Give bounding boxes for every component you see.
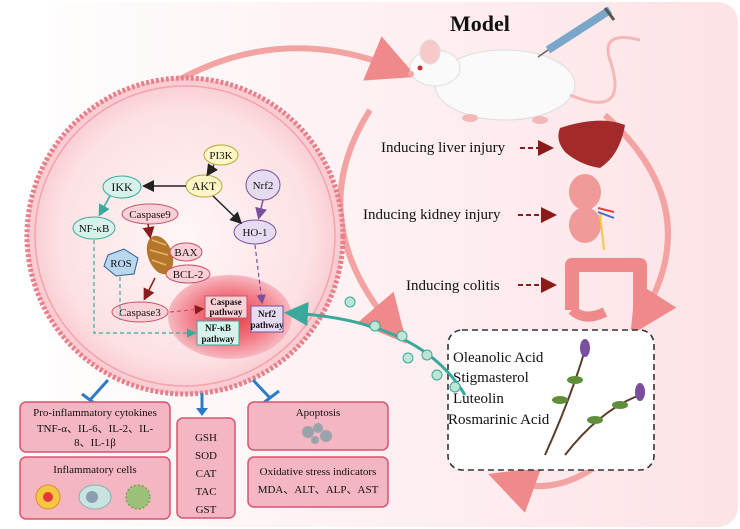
- nfkb-pathway-box: NF-κB pathway: [196, 320, 240, 346]
- apoptotic-cell-icon: [302, 423, 332, 444]
- svg-text:NF-κB: NF-κB: [205, 323, 231, 333]
- mitochondria-icon: [146, 235, 174, 275]
- svg-text:MDA、ALT、ALP、AST: MDA、ALT、ALP、AST: [258, 484, 379, 496]
- mouse-icon: [408, 36, 641, 124]
- apoptosis-box: Apoptosis: [247, 401, 389, 451]
- molecule-dot: [431, 369, 443, 381]
- induction-label-liver: Inducing liver injury: [381, 140, 506, 156]
- molecule-dot: [396, 330, 408, 342]
- compounds-box: [447, 329, 655, 471]
- svg-text:NF-κB: NF-κB: [79, 223, 110, 235]
- molecule-dot: [344, 296, 356, 308]
- node-ikk: IKK: [102, 175, 142, 199]
- inflammatory-cells-box: Inflammatory cells: [19, 456, 171, 520]
- promote-arrow-antioxidants: [196, 393, 208, 416]
- svg-text:Caspase3: Caspase3: [119, 307, 161, 319]
- node-nfkb: NF-κB: [72, 216, 116, 240]
- svg-text:GSH: GSH: [195, 432, 217, 444]
- svg-text:Apoptosis: Apoptosis: [296, 407, 341, 419]
- svg-text:Oxidative stress indicators: Oxidative stress indicators: [260, 466, 377, 478]
- svg-text:SOD: SOD: [195, 450, 217, 462]
- compound-oleanolic: Oleanolic Acid: [453, 350, 544, 366]
- cell-inner-ring: [34, 85, 336, 387]
- svg-text:Nrf2: Nrf2: [258, 309, 276, 319]
- node-ho1: HO-1: [233, 219, 277, 245]
- svg-text:Nrf2: Nrf2: [253, 180, 274, 192]
- antioxidants-box: GSH SOD CAT TAC GST: [176, 417, 236, 519]
- node-ros: ROS: [103, 248, 139, 277]
- svg-text:HO-1: HO-1: [242, 227, 267, 239]
- svg-text:pathway: pathway: [250, 320, 284, 330]
- svg-text:IKK: IKK: [111, 180, 133, 194]
- node-pi3k: PI3K: [203, 144, 239, 166]
- arrow-caspase3-pathway: [169, 304, 205, 315]
- syringe-icon: [537, 6, 616, 58]
- plant-icon: [544, 339, 645, 456]
- arrow-caspase9-mito: [142, 223, 155, 239]
- molecule-dot: [421, 349, 433, 361]
- svg-text:pathway: pathway: [201, 334, 235, 344]
- liver-icon: [558, 120, 625, 168]
- compound-stigmasterol: Stigmasterol: [453, 370, 529, 386]
- arrow-nfkb-pathway: [93, 240, 197, 338]
- svg-text:CAT: CAT: [196, 468, 217, 480]
- svg-text:8、IL-1β: 8、IL-1β: [74, 437, 116, 449]
- arrow-akt-ho1: [212, 195, 243, 225]
- svg-text:BCL-2: BCL-2: [173, 269, 204, 281]
- arrow-ho1-nrf2pathway: [254, 244, 266, 305]
- colon-icon: [565, 258, 647, 322]
- molecule-dot: [449, 381, 461, 393]
- node-caspase3: Caspase3: [111, 301, 169, 323]
- svg-text:PI3K: PI3K: [209, 150, 232, 162]
- model-title: Model: [450, 11, 510, 36]
- induction-label-kidney: Inducing kidney injury: [363, 207, 501, 223]
- oxidative-stress-box: Oxidative stress indicators MDA、ALT、ALP、…: [247, 456, 389, 508]
- arrow-nrf2-ho1: [255, 199, 267, 220]
- caspase-pathway-box: Caspase pathway: [204, 295, 248, 319]
- svg-text:Caspase: Caspase: [210, 297, 242, 307]
- cycle-arrow-right: [602, 112, 677, 336]
- svg-text:BAX: BAX: [174, 247, 197, 259]
- cytokines-box: Pro-inflammatory cytokines TNF-α、IL-6、IL…: [19, 401, 171, 453]
- svg-text:Pro-inflammatory cytokines: Pro-inflammatory cytokines: [33, 407, 157, 419]
- induction-label-colitis: Inducing colitis: [406, 278, 500, 294]
- svg-text:Caspase9: Caspase9: [129, 209, 171, 221]
- svg-text:ROS: ROS: [110, 258, 131, 270]
- node-bax: BAX: [169, 242, 203, 262]
- cell-membrane: [24, 75, 346, 397]
- arrow-pi3k-akt: [206, 163, 218, 177]
- cycle-arrow-top: [168, 36, 417, 88]
- nrf2-pathway-box: Nrf2 pathway: [250, 305, 284, 333]
- svg-text:GST: GST: [196, 504, 217, 516]
- svg-text:TAC: TAC: [195, 486, 216, 498]
- node-nrf2: Nrf2: [245, 169, 281, 201]
- molecule-dot: [369, 320, 381, 332]
- svg-text:Inflammatory cells: Inflammatory cells: [53, 464, 136, 476]
- compound-luteolin: Luteolin: [453, 391, 504, 407]
- arrow-ikk-nfkb: [98, 195, 111, 217]
- molecule-dot: [402, 352, 414, 364]
- compound-rosmarinic: Rosmarinic Acid: [448, 412, 550, 428]
- svg-text:AKT: AKT: [192, 179, 217, 193]
- node-caspase9: Caspase9: [121, 203, 179, 225]
- arrow-mito-caspase3: [143, 277, 156, 301]
- node-bcl2: BCL-2: [165, 264, 211, 284]
- svg-text:TNF-α、IL-6、IL-2、IL-: TNF-α、IL-6、IL-2、IL-: [37, 423, 154, 435]
- kidney-icon: [569, 174, 615, 251]
- svg-text:pathway: pathway: [209, 307, 243, 317]
- node-akt: AKT: [185, 174, 223, 198]
